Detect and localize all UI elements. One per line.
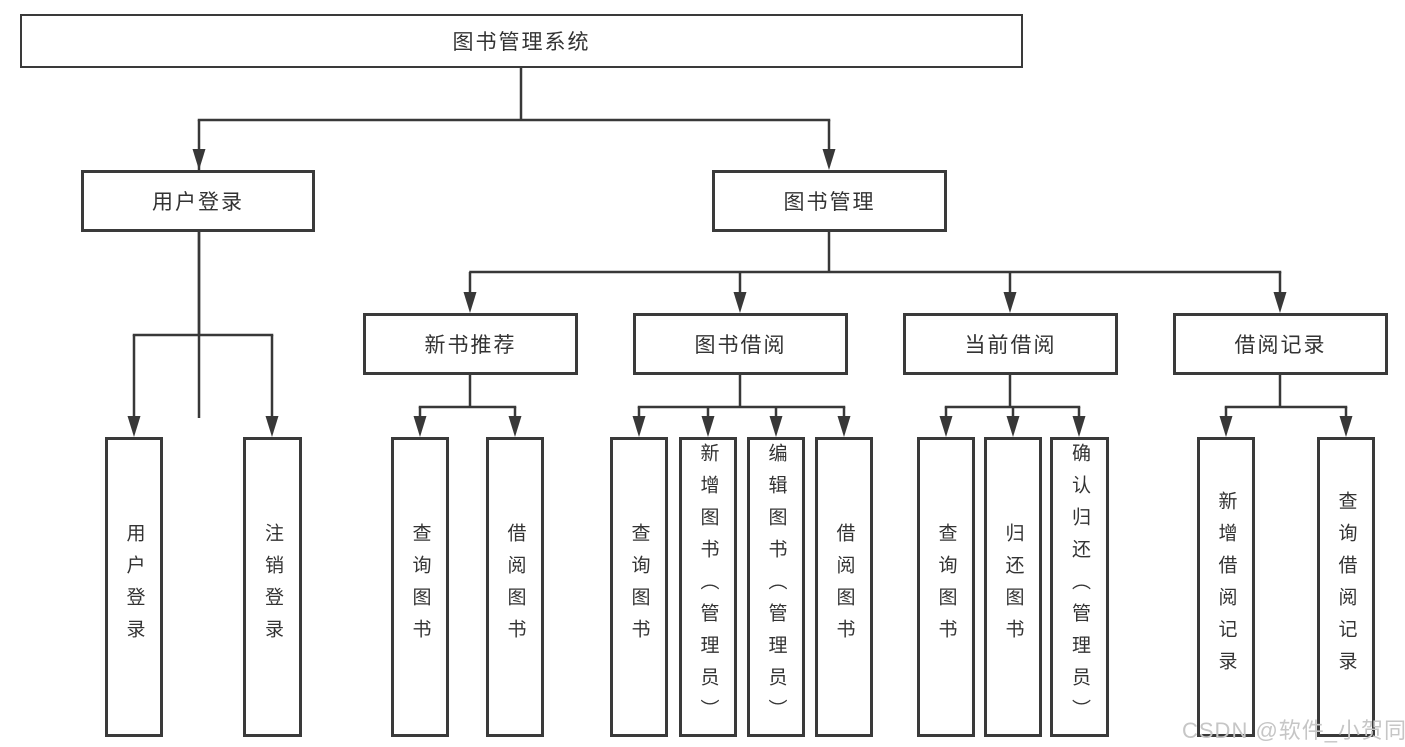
node-book-management-label: 图书管理 xyxy=(783,191,876,214)
node-user-login: 用户登录 xyxy=(81,170,315,232)
connector-borrow-record-to-children xyxy=(1219,375,1353,437)
node-current-borrow-label: 当前借阅 xyxy=(964,334,1057,357)
leaf-confirm-return-admin: 确认归还（管理员） xyxy=(1050,437,1109,737)
leaf-add-borrow-record-label: 新增借阅记录 xyxy=(1215,491,1237,683)
leaf-query-books-2: 查询图书 xyxy=(610,437,668,737)
csdn-watermark: CSDN @软件_小贺同学 xyxy=(1182,718,1405,743)
leaf-query-books-2-label: 查询图书 xyxy=(628,523,650,651)
leaf-query-borrow-record: 查询借阅记录 xyxy=(1317,437,1375,737)
node-new-book-recommend-label: 新书推荐 xyxy=(424,334,517,357)
connector-book-borrow-to-children xyxy=(632,375,851,437)
node-current-borrow: 当前借阅 xyxy=(903,313,1118,375)
leaf-logout-label: 注销登录 xyxy=(262,523,283,651)
leaf-query-books-3-label: 查询图书 xyxy=(935,523,957,651)
node-book-borrow-label: 图书借阅 xyxy=(694,334,787,357)
leaf-add-borrow-record: 新增借阅记录 xyxy=(1197,437,1255,737)
leaf-return-book: 归还图书 xyxy=(984,437,1042,737)
node-new-book-recommend: 新书推荐 xyxy=(363,313,578,375)
connector-user-login-to-children xyxy=(127,232,279,437)
leaf-confirm-return-admin-label: 确认归还（管理员） xyxy=(1069,443,1090,731)
leaf-user-login-label: 用户登录 xyxy=(123,523,145,651)
node-book-borrow: 图书借阅 xyxy=(633,313,848,375)
node-borrow-record-label: 借阅记录 xyxy=(1234,334,1327,357)
leaf-query-borrow-record-label: 查询借阅记录 xyxy=(1335,491,1357,683)
node-root-label: 图书管理系统 xyxy=(452,31,591,54)
leaf-borrow-books-2-label: 借阅图书 xyxy=(833,523,855,651)
leaf-user-login: 用户登录 xyxy=(105,437,163,737)
node-borrow-record: 借阅记录 xyxy=(1173,313,1388,375)
node-user-login-label: 用户登录 xyxy=(152,191,244,214)
leaf-query-books-1: 查询图书 xyxy=(391,437,449,737)
connector-new-book-to-children xyxy=(413,375,522,437)
leaf-borrow-books-2: 借阅图书 xyxy=(815,437,873,737)
connector-book-management-to-level3 xyxy=(463,232,1287,313)
leaf-logout: 注销登录 xyxy=(243,437,302,737)
leaf-borrow-books-1-label: 借阅图书 xyxy=(504,523,526,651)
leaf-query-books-3: 查询图书 xyxy=(917,437,975,737)
leaf-return-book-label: 归还图书 xyxy=(1002,523,1024,651)
leaf-query-books-1-label: 查询图书 xyxy=(409,523,431,651)
leaf-add-book-admin-label: 新增图书（管理员） xyxy=(697,443,719,731)
leaf-add-book-admin: 新增图书（管理员） xyxy=(679,437,737,737)
leaf-edit-book-admin: 编辑图书（管理员） xyxy=(747,437,805,737)
leaf-edit-book-admin-label: 编辑图书（管理员） xyxy=(765,443,787,731)
node-book-management: 图书管理 xyxy=(712,170,947,232)
leaf-borrow-books-1: 借阅图书 xyxy=(486,437,544,737)
connector-current-borrow-to-children xyxy=(939,375,1086,437)
node-root: 图书管理系统 xyxy=(20,14,1023,68)
